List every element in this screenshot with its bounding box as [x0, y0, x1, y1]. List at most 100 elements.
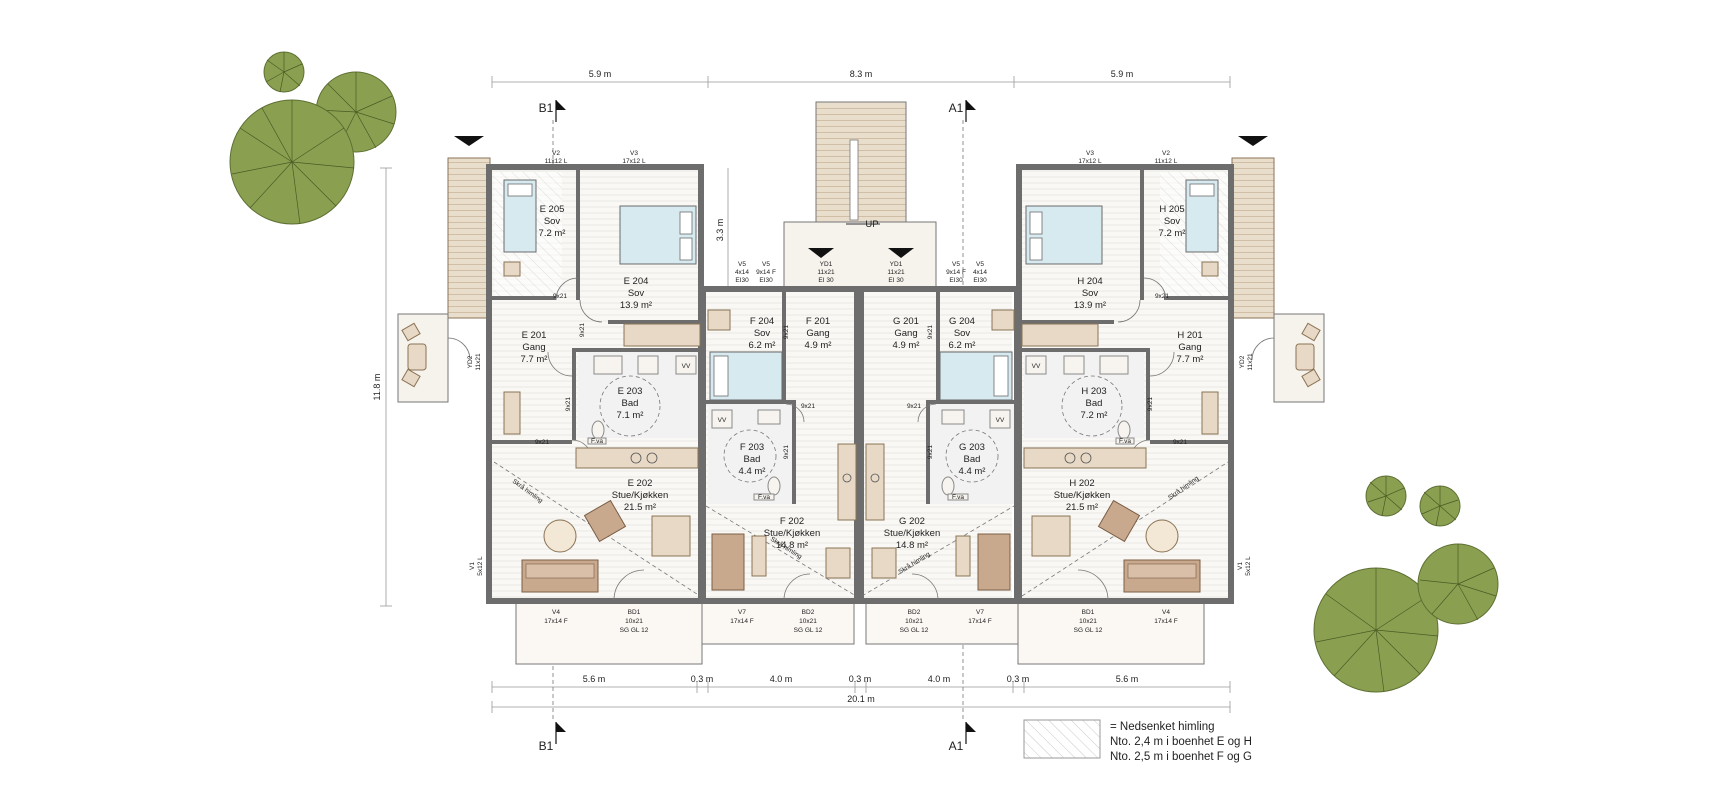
svg-text:17x12 L: 17x12 L	[1078, 158, 1102, 165]
svg-text:V2: V2	[552, 150, 560, 157]
room-label-h205: H 205 Sov 7.2 m²	[1159, 204, 1186, 239]
svg-text:EI30: EI30	[973, 277, 987, 284]
room-label-g203: G 203 Bad 4.4 m²	[959, 442, 986, 477]
dimension-label: 20.1 m	[847, 694, 875, 704]
svg-text:9x14 F: 9x14 F	[756, 269, 776, 276]
svg-text:V1: V1	[1237, 562, 1244, 570]
svg-text:4.4 m²: 4.4 m²	[959, 466, 986, 477]
svg-text:YD2: YD2	[1239, 355, 1246, 368]
central-stair: UP	[783, 101, 937, 291]
section-label: B1	[539, 101, 554, 115]
table-icon	[543, 515, 1179, 579]
svg-text:11x21: 11x21	[1247, 353, 1254, 371]
dimension-label: 11.8 m	[372, 374, 382, 401]
svg-text:21.5 m²: 21.5 m²	[1066, 502, 1098, 513]
svg-text:V3: V3	[630, 150, 638, 157]
dimension-label: 5.6 m	[1116, 674, 1139, 684]
svg-text:4.9 m²: 4.9 m²	[805, 340, 832, 351]
svg-text:E 202: E 202	[628, 478, 653, 489]
svg-text:V7: V7	[738, 609, 746, 616]
legend-line: Nto. 2,5 m i boenhet F og G	[1110, 751, 1252, 763]
svg-text:SG GL 12: SG GL 12	[900, 627, 929, 634]
svg-text:F 202: F 202	[780, 516, 804, 527]
tree-icon	[1419, 485, 1461, 527]
svg-text:YD1: YD1	[890, 261, 903, 268]
bathroom-fixtures: VV F.va VV F.va VV F.va VV F.va	[587, 355, 1135, 501]
svg-text:9x21: 9x21	[553, 293, 567, 300]
front-balconies	[515, 601, 1205, 665]
svg-text:E 201: E 201	[522, 330, 547, 341]
svg-text:7.7 m²: 7.7 m²	[521, 354, 548, 365]
svg-text:9x21: 9x21	[907, 403, 921, 410]
svg-text:E 204: E 204	[624, 276, 649, 287]
svg-text:Gang: Gang	[1178, 342, 1201, 353]
svg-text:V5: V5	[976, 261, 984, 268]
svg-text:4x14: 4x14	[973, 269, 987, 276]
dimension-label: 4.0 m	[928, 674, 951, 684]
svg-text:11x21: 11x21	[475, 353, 482, 371]
svg-text:Stue/Kjøkken: Stue/Kjøkken	[764, 528, 821, 539]
svg-text:Gang: Gang	[894, 328, 917, 339]
svg-text:9x21: 9x21	[1155, 293, 1169, 300]
dimension-label: 5.6 m	[583, 674, 606, 684]
legend-line: = Nedsenket himling	[1110, 721, 1215, 733]
svg-text:Stue/Kjøkken: Stue/Kjøkken	[884, 528, 941, 539]
tree-icon	[1365, 475, 1407, 517]
svg-text:7.2 m²: 7.2 m²	[539, 228, 566, 239]
svg-text:EI 30: EI 30	[888, 277, 904, 284]
dimension-label: 4.0 m	[770, 674, 793, 684]
bed-icon	[503, 179, 537, 253]
tree-icon	[1417, 543, 1499, 625]
svg-text:Sov: Sov	[954, 328, 971, 339]
svg-text:11x12 L: 11x12 L	[1155, 158, 1178, 165]
dimension-label: 3.3 m	[715, 219, 725, 242]
svg-text:9x21: 9x21	[535, 439, 549, 446]
window-tags-bottom: V4 17x14 F BD1 10x21 SG GL 12 V7 17x14 F…	[544, 609, 1178, 634]
dimension-label: 0.3 m	[1007, 674, 1030, 684]
svg-text:17x12 L: 17x12 L	[622, 158, 646, 165]
fixture-label: F.va	[952, 494, 964, 501]
svg-text:13.9 m²: 13.9 m²	[1074, 300, 1106, 311]
svg-text:F 204: F 204	[750, 316, 774, 327]
svg-text:4.4 m²: 4.4 m²	[739, 466, 766, 477]
tree-icon	[263, 51, 305, 93]
window-tags-top: V2 11x12 L V3 17x12 L V3 17x12 L V2 11x1…	[545, 150, 1178, 165]
svg-text:Stue/Kjøkken: Stue/Kjøkken	[612, 490, 669, 501]
dimension-bottom: 5.6 m 0.3 m 4.0 m 0.3 m 4.0 m 0.3 m 5.6 …	[491, 674, 1231, 713]
svg-text:6.2 m²: 6.2 m²	[949, 340, 976, 351]
svg-text:7.1 m²: 7.1 m²	[617, 410, 644, 421]
washer-label: VV	[996, 417, 1005, 424]
washer-label: VV	[718, 417, 727, 424]
svg-text:Sov: Sov	[754, 328, 771, 339]
svg-text:5x12 L: 5x12 L	[477, 556, 484, 576]
room-label-h201: H 201 Gang 7.7 m²	[1177, 330, 1204, 365]
svg-text:H 202: H 202	[1069, 478, 1094, 489]
room-label-e204: E 204 Sov 13.9 m²	[620, 276, 652, 311]
svg-text:7.2 m²: 7.2 m²	[1159, 228, 1186, 239]
fixture-label: F.va	[758, 494, 770, 501]
svg-text:14.8 m²: 14.8 m²	[896, 540, 928, 551]
svg-text:SG GL 12: SG GL 12	[620, 627, 649, 634]
walls	[486, 164, 1234, 604]
legend-line: Nto. 2,4 m i boenhet E og H	[1110, 736, 1252, 748]
svg-text:EI30: EI30	[949, 277, 963, 284]
svg-text:Gang: Gang	[522, 342, 545, 353]
svg-text:G 202: G 202	[899, 516, 925, 527]
dimension-height: 11.8 m 3.3 m	[372, 167, 729, 607]
svg-text:V5: V5	[738, 261, 746, 268]
exterior-stair-left	[447, 136, 491, 319]
svg-text:G 203: G 203	[959, 442, 985, 453]
svg-text:V3: V3	[1086, 150, 1094, 157]
svg-text:V5: V5	[762, 261, 770, 268]
svg-text:BD1: BD1	[1082, 609, 1095, 616]
svg-text:Bad: Bad	[622, 398, 639, 409]
svg-text:14.8 m²: 14.8 m²	[776, 540, 808, 551]
svg-text:17x14 F: 17x14 F	[1154, 618, 1178, 625]
fixture-label: F.va	[591, 438, 603, 445]
section-marker-a1: A1 A1	[949, 100, 976, 753]
svg-text:EI 30: EI 30	[818, 277, 834, 284]
legend-swatch	[1023, 719, 1101, 759]
svg-text:F 203: F 203	[740, 442, 764, 453]
kitchen-counter	[575, 443, 1147, 521]
svg-text:Stue/Kjøkken: Stue/Kjøkken	[1054, 490, 1111, 501]
